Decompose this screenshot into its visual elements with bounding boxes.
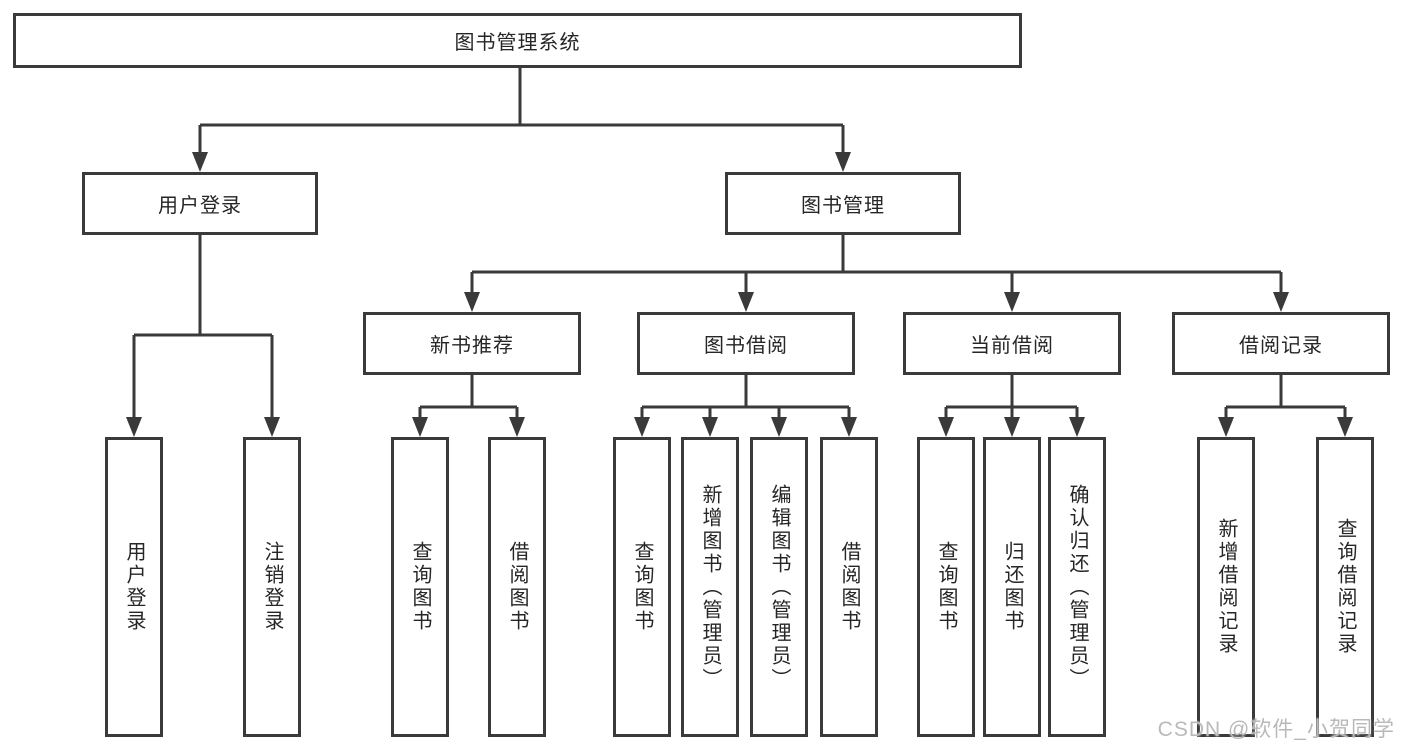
node-leaf-add-borrow-record: 新增借阅记录 <box>1197 437 1255 737</box>
node-book-borrow: 图书借阅 <box>637 312 855 375</box>
node-current-borrow: 当前借阅 <box>903 312 1121 375</box>
node-leaf-borrow-books-recommend-label: 借阅图书 <box>506 541 528 633</box>
node-user-login-module: 用户登录 <box>82 172 318 235</box>
node-user-login-module-label: 用户登录 <box>158 195 242 217</box>
csdn-watermark: CSDN @软件_小贺同学 <box>1157 718 1395 741</box>
node-leaf-logout: 注销登录 <box>243 437 301 737</box>
node-leaf-return-books-label: 归还图书 <box>1001 541 1023 633</box>
node-leaf-confirm-return-admin: 确认归还（管理员） <box>1048 437 1106 737</box>
node-leaf-query-books-borrow-label: 查询图书 <box>631 541 653 633</box>
node-root-system: 图书管理系统 <box>13 13 1022 68</box>
node-book-borrow-label: 图书借阅 <box>704 335 788 357</box>
node-root-system-label: 图书管理系统 <box>454 32 581 54</box>
node-leaf-query-books-current-label: 查询图书 <box>935 541 957 633</box>
node-current-borrow-label: 当前借阅 <box>970 335 1054 357</box>
node-leaf-query-borrow-record: 查询借阅记录 <box>1316 437 1374 737</box>
node-leaf-user-login-label: 用户登录 <box>123 541 145 633</box>
node-new-book-recommend: 新书推荐 <box>363 312 581 375</box>
node-leaf-edit-books-admin: 编辑图书（管理员） <box>750 437 808 737</box>
node-leaf-query-books-recommend-label: 查询图书 <box>409 541 431 633</box>
node-borrow-records: 借阅记录 <box>1172 312 1390 375</box>
node-leaf-query-books-current: 查询图书 <box>917 437 975 737</box>
node-leaf-return-books: 归还图书 <box>983 437 1041 737</box>
node-leaf-confirm-return-admin-label: 确认归还（管理员） <box>1066 483 1088 691</box>
node-leaf-user-login: 用户登录 <box>105 437 163 737</box>
node-new-book-recommend-label: 新书推荐 <box>430 335 514 357</box>
node-leaf-borrow-books-recommend: 借阅图书 <box>488 437 546 737</box>
node-leaf-add-books-admin: 新增图书（管理员） <box>681 437 739 737</box>
node-leaf-borrow-books-label: 借阅图书 <box>838 541 860 633</box>
node-leaf-logout-label: 注销登录 <box>261 541 283 633</box>
node-leaf-add-borrow-record-label: 新增借阅记录 <box>1215 518 1237 656</box>
node-leaf-borrow-books: 借阅图书 <box>820 437 878 737</box>
node-borrow-records-label: 借阅记录 <box>1239 335 1323 357</box>
node-leaf-edit-books-admin-label: 编辑图书（管理员） <box>768 483 790 691</box>
node-book-management-module-label: 图书管理 <box>801 195 885 217</box>
node-leaf-query-borrow-record-label: 查询借阅记录 <box>1334 518 1356 656</box>
node-leaf-query-books-borrow: 查询图书 <box>613 437 671 737</box>
node-leaf-add-books-admin-label: 新增图书（管理员） <box>699 483 721 691</box>
node-book-management-module: 图书管理 <box>725 172 961 235</box>
node-leaf-query-books-recommend: 查询图书 <box>391 437 449 737</box>
